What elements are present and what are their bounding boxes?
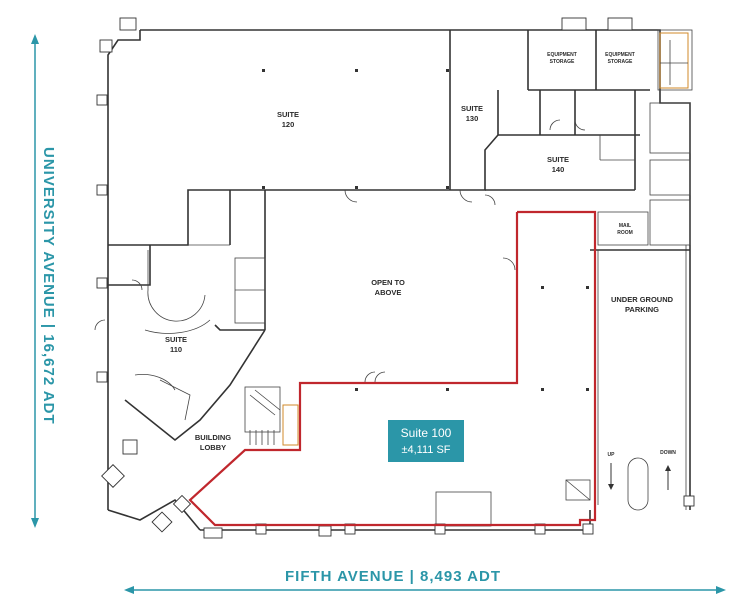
fifth-avenue-arrow xyxy=(124,586,726,594)
interior-walls xyxy=(108,30,650,527)
university-avenue-label: UNIVERSITY AVENUE | 16,672 ADT xyxy=(40,147,57,425)
columns xyxy=(96,17,695,539)
up-arrow xyxy=(608,463,614,490)
down-arrow xyxy=(665,465,671,490)
suite-100-area: ±4,111 SF xyxy=(401,444,450,456)
suite-100-title: Suite 100 xyxy=(401,426,452,440)
university-avenue-arrow xyxy=(31,34,39,528)
label-up: UP xyxy=(608,452,616,458)
label-down: DOWN xyxy=(660,450,676,456)
doors xyxy=(94,119,586,391)
fifth-avenue-label: FIFTH AVENUE | 8,493 ADT xyxy=(285,568,501,585)
suite-100-outline xyxy=(188,210,597,527)
interior-columns xyxy=(262,69,589,391)
building-walls xyxy=(107,29,693,531)
suite-100-badge xyxy=(388,420,464,462)
stair-treads xyxy=(249,389,281,445)
